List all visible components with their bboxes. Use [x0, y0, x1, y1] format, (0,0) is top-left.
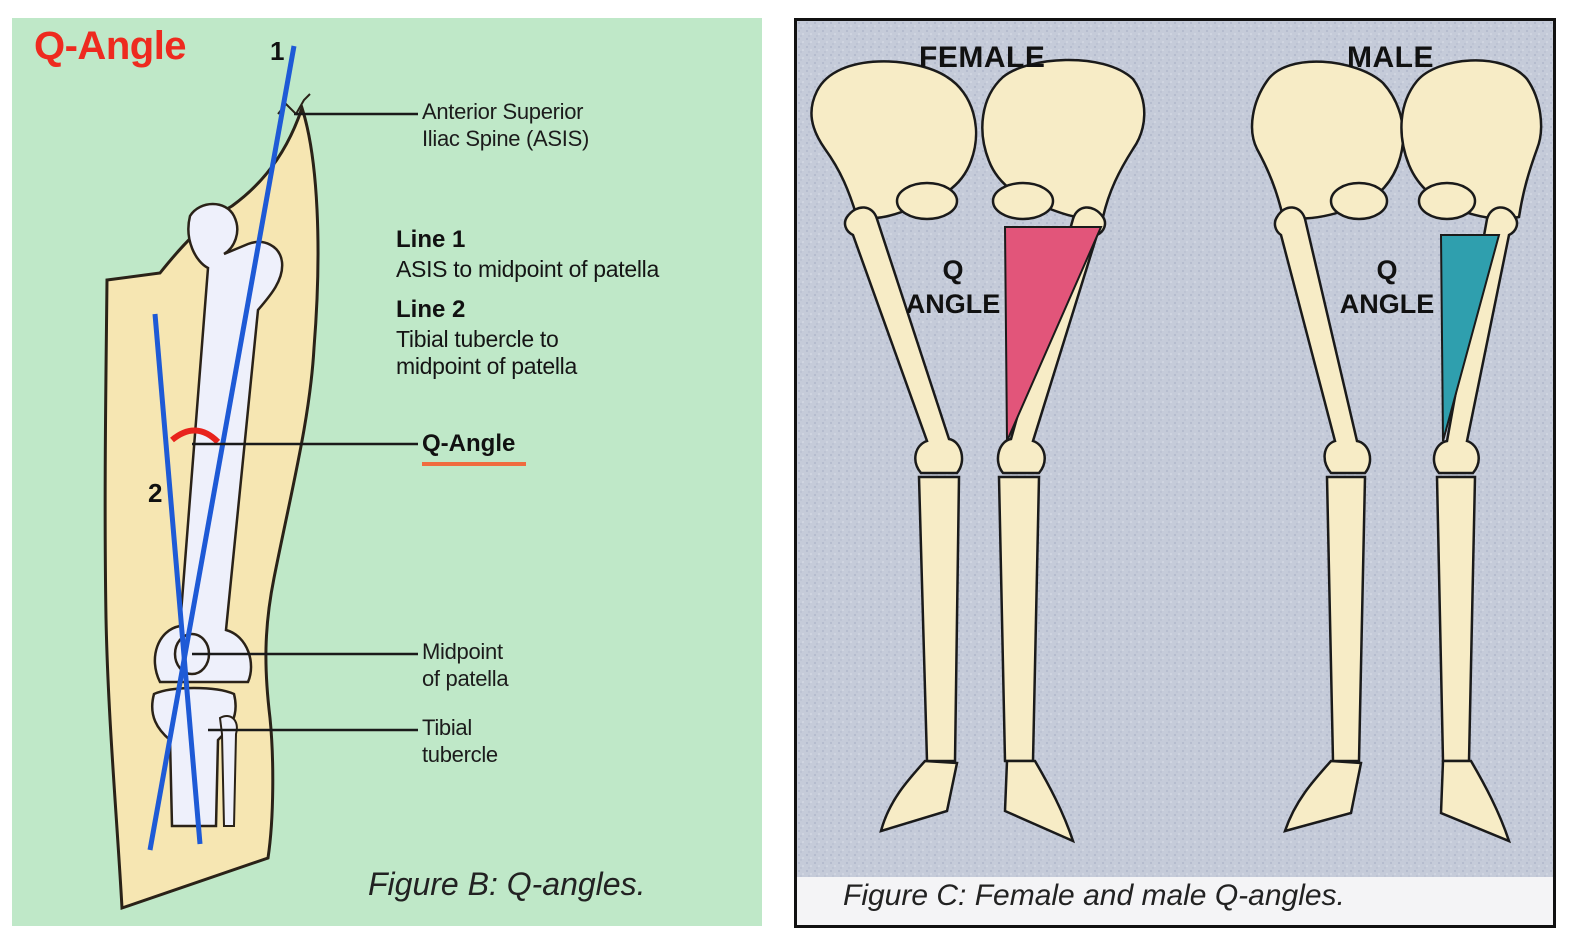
female-q-angle-label: Q ANGLE: [905, 255, 1001, 319]
line-1: [147, 45, 297, 851]
fibula-bone: [218, 715, 238, 827]
line-1-number: 1: [270, 36, 285, 66]
female-tibia-left: [917, 475, 961, 763]
male-q-angle-triangle: [1439, 234, 1501, 442]
leg-anatomy-illustration: [103, 45, 418, 911]
figure-c-panel: FEMALE MALE Q ANGLE Q ANGLE Figure C: Fe…: [794, 18, 1556, 928]
q-angle-label: Q-Angle: [422, 430, 516, 457]
tibial-tubercle-label: Tibial tubercle: [422, 715, 498, 767]
figure-b-title: Q-Angle: [34, 24, 187, 68]
q-angle-underline: [422, 462, 526, 466]
line-1-heading: Line 1: [396, 226, 466, 253]
asis-label: Anterior Superior Iliac Spine (ASIS): [422, 99, 590, 151]
line-1-description: ASIS to midpoint of patella: [396, 256, 659, 282]
male-skeleton: [1250, 59, 1543, 844]
line-2: [152, 313, 203, 845]
female-label: FEMALE: [919, 41, 1046, 74]
midpoint-label: Midpoint of patella: [422, 639, 509, 691]
male-tibia-left: [1325, 475, 1367, 763]
figure-c-caption: Figure C: Female and male Q-angles.: [843, 879, 1345, 912]
male-label: MALE: [1347, 41, 1434, 74]
skeleton-legs-illustration: [797, 21, 1553, 925]
male-tibia-right: [1435, 475, 1477, 763]
line-2-description: Tibial tubercle to midpoint of patella: [396, 326, 577, 379]
female-foot-left: [879, 759, 959, 833]
male-obturator-left: [1329, 181, 1389, 221]
male-obturator-right: [1417, 181, 1477, 221]
female-foot-right: [1003, 759, 1076, 844]
line-2-heading: Line 2: [396, 296, 466, 323]
male-foot-left: [1283, 759, 1363, 833]
female-obturator-right: [991, 181, 1055, 221]
female-obturator-left: [895, 181, 959, 221]
female-q-angle-triangle: [1003, 226, 1103, 442]
female-femur-left: [843, 206, 964, 475]
male-femur-right: [1432, 206, 1519, 475]
female-tibia-right: [997, 475, 1041, 763]
caption-strip: [797, 877, 1553, 925]
male-q-angle-label: Q ANGLE: [1339, 255, 1435, 319]
figure-b-panel: Q-Angle 1 2 Anterior Superior Iliac Spin…: [12, 18, 762, 926]
figure-b-caption: Figure B: Q-angles.: [368, 866, 646, 902]
male-foot-right: [1439, 759, 1512, 844]
male-femur-left: [1273, 206, 1372, 475]
line-2-number: 2: [148, 478, 163, 508]
q-angle-arc: [170, 427, 221, 445]
